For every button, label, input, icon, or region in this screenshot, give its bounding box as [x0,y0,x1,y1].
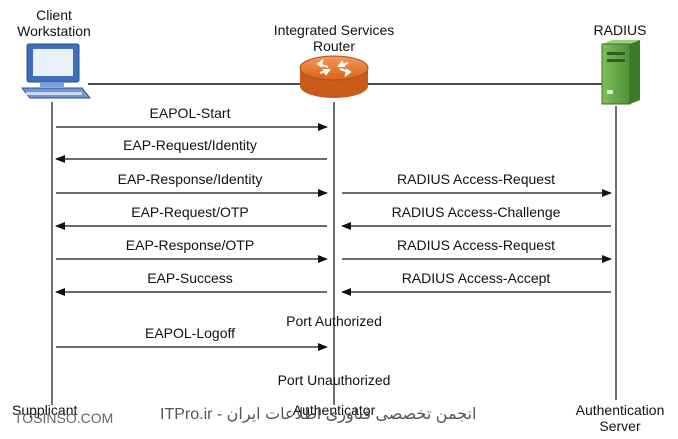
message-label: EAP-Request/OTP [131,204,249,220]
server-icon [601,40,640,105]
router-role: Authenticator [292,402,376,418]
port-unauthorized-label: Port Unauthorized [277,372,391,388]
message-label: EAP-Response/Identity [117,171,263,187]
client-role: Supplicant [12,402,78,418]
message-label: EAP-Response/OTP [125,237,255,253]
message-label: RADIUS Access-Accept [401,270,551,286]
radius-role: Authentication Server [575,402,665,434]
client-title: Client Workstation [17,7,91,39]
message-label: EAPOL-Logoff [144,325,236,341]
router-icon [299,55,369,98]
port-authorized-label: Port Authorized [286,313,382,329]
radius-title: RADIUS [593,22,647,38]
router-title: Integrated Services Router [273,22,395,54]
message-label: EAPOL-Start [149,105,231,121]
watermark-left: TOSINSO.COM [14,410,114,426]
watermark-right: ITPro.ir - انجمن تخصصی فناوری اطلاعات ای… [160,406,477,423]
message-label: RADIUS Access-Request [397,237,555,253]
message-label: EAP-Success [147,270,233,286]
computer-icon [20,43,92,99]
message-label: RADIUS Access-Challenge [391,204,561,220]
message-label: EAP-Request/Identity [123,137,257,153]
message-label: RADIUS Access-Request [397,171,555,187]
message-arrows [55,123,612,351]
